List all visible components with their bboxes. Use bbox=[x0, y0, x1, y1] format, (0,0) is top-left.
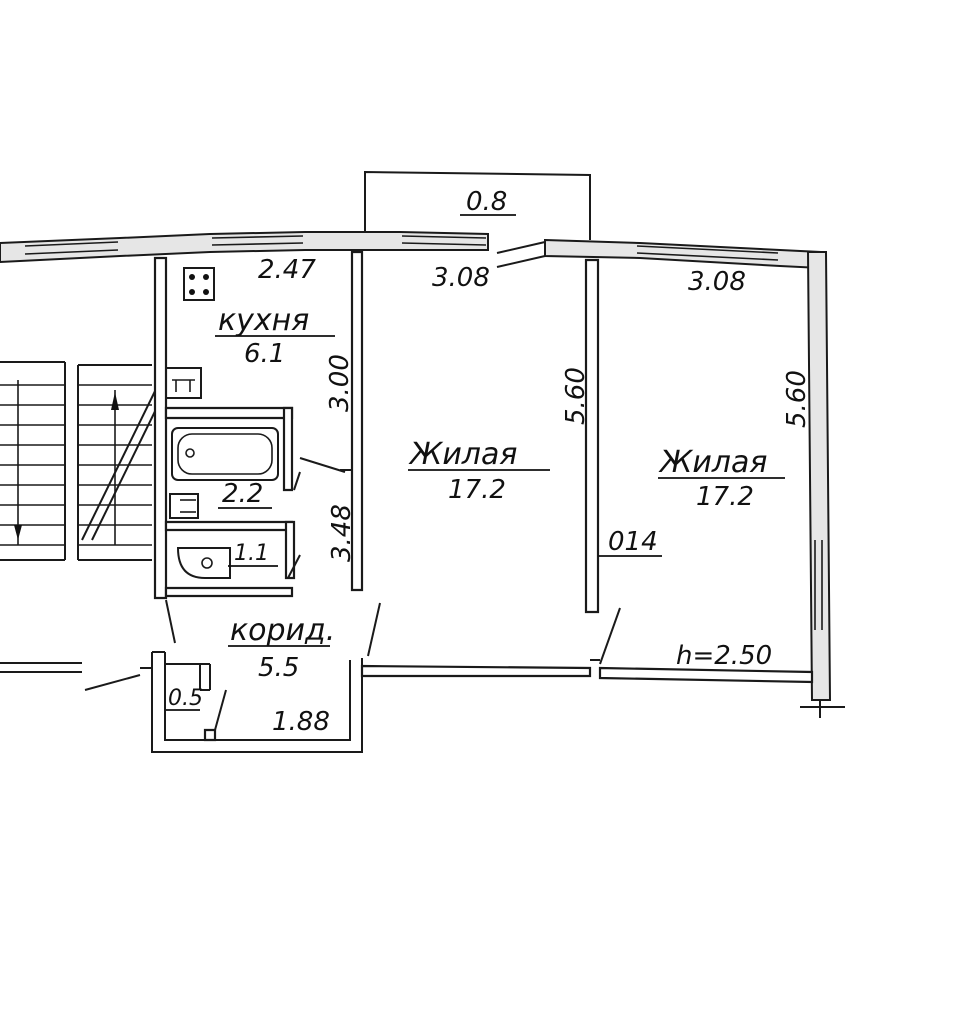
living-right-width-label: 3.08 bbox=[688, 267, 746, 297]
labels: 0.8 2.47 кухня 6.1 3.00 3.08 Жилая 17.2 … bbox=[166, 187, 812, 737]
bathroom-area-label: 2.2 bbox=[222, 479, 263, 509]
interior-walls bbox=[84, 250, 600, 753]
balcony-area-label: 0.8 bbox=[466, 187, 507, 217]
corridor-bottom-wall bbox=[0, 662, 814, 684]
toilet-area-label: 1.1 bbox=[234, 541, 269, 566]
toilet-icon bbox=[176, 546, 231, 579]
exterior-right-wall bbox=[800, 251, 845, 718]
corridor-length-label: 3.48 bbox=[327, 504, 357, 562]
kitchen-name-label: кухня bbox=[218, 303, 309, 338]
living-left-area-label: 17.2 bbox=[448, 475, 506, 505]
bathtub-icon bbox=[171, 427, 279, 481]
living-right-area-label: 17.2 bbox=[696, 482, 754, 512]
sink-icon bbox=[165, 367, 202, 399]
balcony bbox=[364, 170, 591, 240]
exterior-top-wall bbox=[0, 231, 821, 270]
kitchen-width-label: 2.47 bbox=[258, 255, 316, 285]
stove-icon bbox=[183, 267, 215, 301]
ceiling-height-label: h=2.50 bbox=[676, 641, 772, 671]
living-left-width-label: 3.08 bbox=[432, 263, 490, 293]
kitchen-area-label: 6.1 bbox=[244, 339, 285, 369]
washbasin-icon bbox=[169, 493, 199, 519]
corridor-area-label: 5.5 bbox=[258, 653, 299, 683]
kitchen-length-label: 3.00 bbox=[325, 354, 355, 412]
closet-area-label: 0.5 bbox=[168, 686, 203, 711]
living-right-name-label: Жилая bbox=[658, 445, 767, 480]
closet-width-label: 1.88 bbox=[272, 707, 330, 737]
door-swings bbox=[165, 457, 621, 665]
corridor-name-label: корид. bbox=[230, 613, 335, 648]
living-left-name-label: Жилая bbox=[408, 437, 517, 472]
stairwell bbox=[0, 361, 164, 561]
living-left-length-label: 5.60 bbox=[561, 367, 591, 425]
door-mark-label: 014 bbox=[608, 527, 658, 557]
living-right-length-label: 5.60 bbox=[782, 370, 812, 428]
